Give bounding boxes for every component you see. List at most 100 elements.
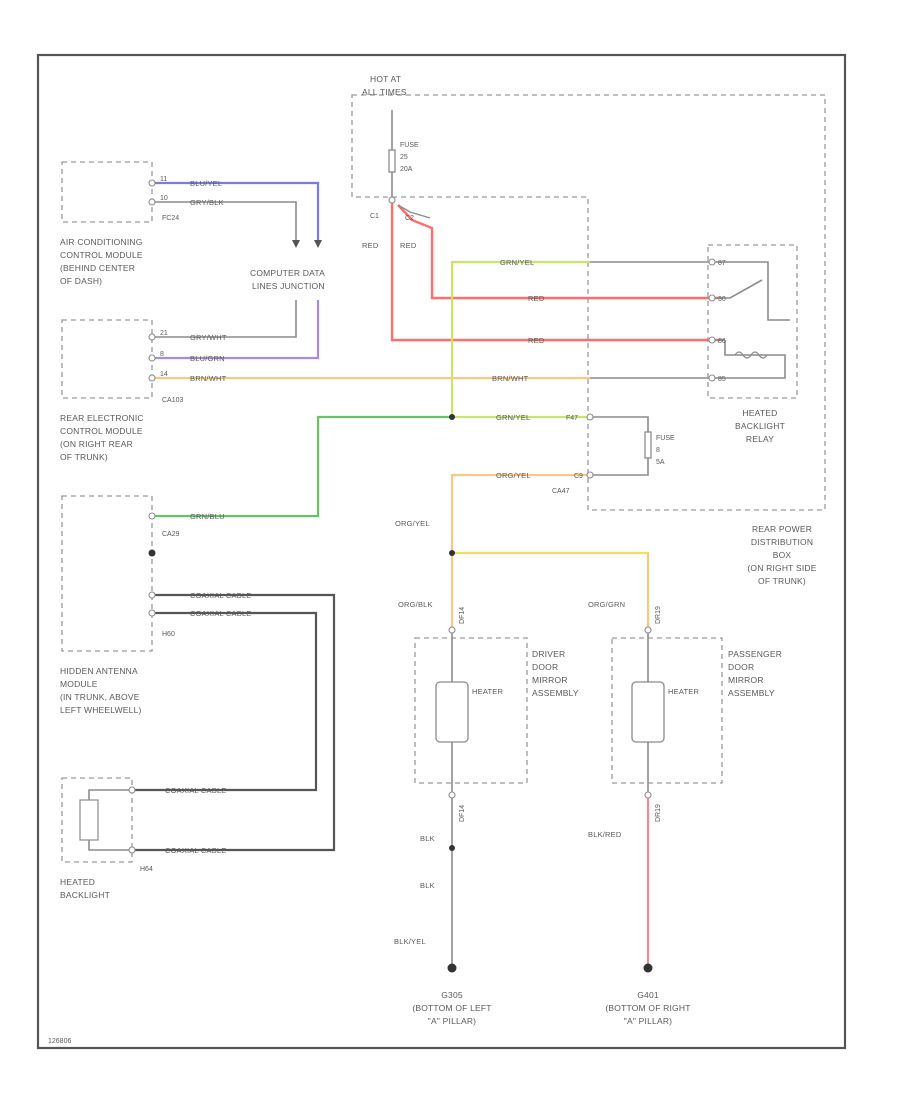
pin-f47: F47 [566,415,578,422]
backlight-label-1: HEATED [60,877,95,887]
blu-yel-wire-acm [152,181,320,243]
ground-left: G305 [441,990,463,1000]
rem-pin-a: 21 [160,330,168,337]
antenna-label-1: HIDDEN ANTENNA [60,666,138,676]
top-fuse-feed [388,110,396,200]
wire-org-yel-left-label: ORG/YEL [395,519,430,528]
acm-label-2: CONTROL MODULE [60,250,143,260]
diagram-code: 126806 [48,1038,71,1045]
wire-gry-wht-rem-label: GRY/WHT [190,333,227,342]
passenger-heater-element [631,630,665,795]
gry-wht-wire-rem [152,300,297,338]
acm-label-1: AIR CONDITIONING [60,237,143,247]
org-yel-wire-branch [452,551,650,628]
rem-label-1: REAR ELECTRONIC [60,413,144,423]
heater-left-label: HEATER [472,687,503,696]
acm-label-4: OF DASH) [60,276,102,286]
rem-pin-b: 8 [160,351,164,358]
fuse-mid [644,431,652,459]
grn-blu-wire-antenna [152,415,452,518]
wire-grn-blu-antenna-label: GRN/BLU [190,512,225,521]
wire-red-a-label: RED [528,294,545,303]
conn-df14-b: DF14 [459,805,466,822]
fuse-mid-out [590,458,649,476]
relay-label-3: RELAY [746,434,774,444]
blu-grn-wire-rem [152,300,320,360]
wire-org-yel-mid-label: ORG/YEL [496,471,531,480]
rpd-label-3: BOX [773,550,792,560]
relay-pin-30: 30 [718,296,726,303]
wire-blk-2-label: BLK [420,881,435,890]
rem-label-3: (ON RIGHT REAR [60,439,133,449]
relay-internals [712,261,790,379]
rpd-label-4: (ON RIGHT SIDE [747,563,816,573]
hidden-antenna-module-box [61,495,153,652]
driver-mirror-label-3: MIRROR [532,675,568,685]
cdl-label-2: LINES JUNCTION [252,281,325,291]
ground-left-label-2: "A" PILLAR) [428,1016,476,1026]
passenger-mirror-label-1: PASSENGER [728,649,782,659]
fuse-top-amp: 20A [400,166,413,173]
wire-brn-wht-rem-label: BRN/WHT [190,374,227,383]
passenger-mirror-box [611,637,723,784]
backlight-label-2: BACKLIGHT [60,890,110,900]
rpd-label-5: OF TRUNK) [758,576,806,586]
org-yel-wire-mid [450,473,590,553]
coax-cable-upper [132,593,336,852]
antenna-label-2: MODULE [60,679,98,689]
ground-right-label-1: (BOTTOM OF RIGHT [605,1003,690,1013]
fuse-mid-label: FUSE [656,435,675,442]
conn-df14: DF14 [459,607,466,624]
hot-at-label: HOT AT [370,74,401,84]
rem-pin-c: 14 [160,371,168,378]
pin-c2: C2 [405,215,414,222]
diagram-frame [36,53,847,1050]
fuse-mid-number: 8 [656,447,660,454]
wire-red-b-label: RED [528,336,545,345]
ac-control-module-box [61,161,153,223]
heated-backlight-relay-box [707,244,798,399]
wire-org-grn-label: ORG/GRN [588,600,625,609]
antenna-label-4: LEFT WHEELWELL) [60,705,142,715]
wire-blu-grn-rem-label: BLU/GRN [190,354,225,363]
driver-mirror-label-4: ASSEMBLY [532,688,579,698]
heated-backlight-box [61,777,133,863]
fuse-mid-amp: 5A [656,459,665,466]
wire-brn-wht-mid-label: BRN/WHT [492,374,529,383]
gry-blk-wire-acm [152,201,297,243]
wire-blk-1-label: BLK [420,834,435,843]
rpd-label-2: DISTRIBUTION [751,537,813,547]
wire-org-blk-label: ORG/BLK [398,600,433,609]
antenna-connector-b: H60 [162,631,175,638]
wire-blk-yel-label: BLK/YEL [394,937,426,946]
cdl-label-1: COMPUTER DATA [250,268,325,278]
driver-heater-element [435,630,469,795]
red-wires [390,200,720,342]
wire-coax-4-label: COAXIAL CABLE [165,846,227,855]
rear-electronic-control-module-box [61,319,153,399]
wire-blu-yel-acm-label: BLU/YEL [190,179,222,188]
rem-connector: CA103 [162,397,184,404]
acm-pin-a: 11 [160,176,167,183]
relay-pin-85: 85 [718,376,726,383]
rpd-label-1: REAR POWER [752,524,812,534]
fuse-mid-feed [590,416,649,432]
conn-ca47: CA47 [552,488,570,495]
relay-pin-87: 87 [718,260,726,267]
relay-label-1: HEATED [742,408,777,418]
wire-coax-1-label: COAXIAL CABLE [190,591,252,600]
wire-grn-yel-top-label: GRN/YEL [500,258,534,267]
driver-mirror-label-1: DRIVER [532,649,565,659]
passenger-mirror-label-3: MIRROR [728,675,764,685]
acm-connector: FC24 [162,215,179,222]
wire-gry-blk-acm-label: GRY/BLK [190,198,224,207]
pin-c9: C9 [574,473,583,480]
ground-left-label-1: (BOTTOM OF LEFT [412,1003,491,1013]
coax-cable-lower [132,611,318,792]
junction-pins [292,240,322,248]
antenna-label-3: (IN TRUNK, ABOVE [60,692,140,702]
rear-power-distribution-box [351,94,826,511]
ground-right-label-2: "A" PILLAR) [624,1016,672,1026]
relay-pin-86: 86 [718,338,726,345]
